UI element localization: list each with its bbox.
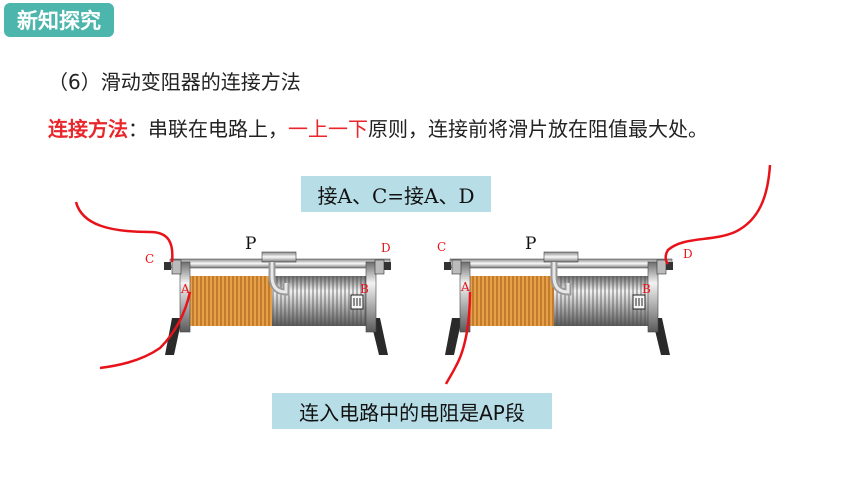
- label-a: A: [180, 282, 190, 296]
- slider-p: [261, 251, 297, 263]
- result-label: 连入电路中的电阻是AP段: [272, 393, 552, 429]
- terminal-c: [164, 262, 171, 270]
- slider-p: [543, 251, 579, 263]
- label-a: A: [460, 280, 470, 294]
- terminal-d: [666, 262, 673, 270]
- terminal-c: [444, 262, 451, 270]
- rule-colon-text: ：串联在电路上，: [128, 117, 288, 141]
- wire-to-d: [664, 164, 772, 265]
- connection-rule: 连接方法：串联在电路上，一上一下原则，连接前将滑片放在阻值最大处。: [48, 113, 708, 142]
- section-heading: （6）滑动变阻器的连接方法: [48, 70, 301, 94]
- label-d: D: [683, 247, 693, 261]
- rheostat-right: P C D A B: [437, 164, 772, 385]
- rheostat-left: P C D A B: [74, 201, 391, 370]
- label-b: B: [360, 282, 369, 296]
- label-b: B: [642, 282, 651, 296]
- active-segment-ap: [190, 276, 272, 326]
- active-segment-ap: [470, 276, 554, 326]
- label-p: P: [525, 234, 536, 254]
- rule-title: 连接方法: [48, 117, 128, 141]
- left-leg: [165, 318, 182, 355]
- section-badge: 新知探究: [4, 3, 114, 37]
- label-c: C: [145, 252, 154, 266]
- equivalence-label: 接A、C=接A、D: [301, 176, 491, 212]
- terminal-d: [384, 262, 391, 270]
- wire-to-a: [99, 291, 192, 370]
- label-d: D: [381, 241, 391, 255]
- wire-to-c: [74, 201, 174, 263]
- label-p: P: [245, 234, 256, 254]
- wire-to-a: [444, 291, 472, 385]
- rule-principle: 一上一下: [288, 117, 368, 141]
- rule-rest-text: 原则，连接前将滑片放在阻值最大处。: [368, 117, 708, 141]
- label-c: C: [437, 240, 446, 254]
